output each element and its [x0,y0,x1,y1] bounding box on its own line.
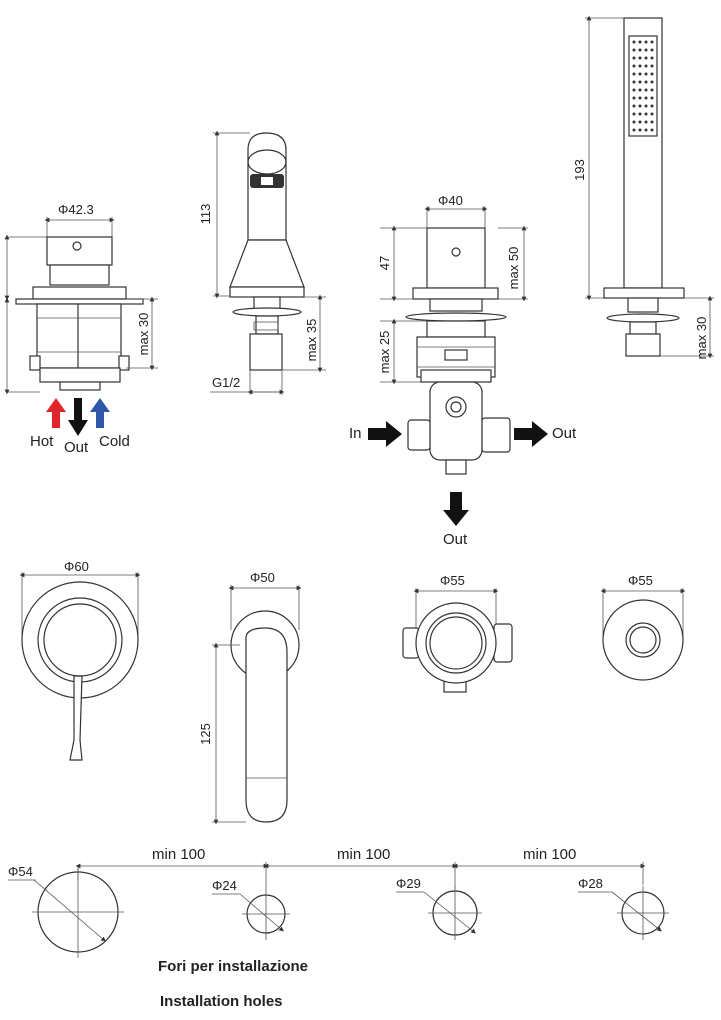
nozzle-dot [638,80,642,84]
nozzle-dot [632,120,636,124]
caption-italian: Fori per installazione [158,958,308,975]
out-bottom-arrow [443,492,469,526]
nozzle-dot [638,112,642,116]
out-bottom-label: Out [443,531,468,548]
nozzle-dot [632,112,636,116]
in-arrow [368,421,402,447]
front-view-mixer: Φ60 [19,559,141,761]
shower-max-label: max 30 [694,317,709,360]
nozzle-dot [638,88,642,92]
nozzle-dot [644,120,648,124]
diverter-diameter-label: Φ40 [438,193,463,208]
out-right-arrow [514,421,548,447]
caption-english: Installation holes [160,993,283,1010]
nozzle-dot [650,88,654,92]
hole-1-diameter-label: Φ54 [8,864,33,879]
nozzle-dot [638,96,642,100]
nozzle-dot [644,112,648,116]
spacing-1-label: min 100 [152,846,205,863]
nozzle-dot [644,56,648,60]
front-view-diverter: Φ55 [402,573,513,693]
nozzle-dot [632,128,636,132]
spout-max-label: max 35 [304,319,319,362]
nozzle-dot [650,48,654,52]
nozzle-dot [644,80,648,84]
front-view-spout: Φ50 125 [198,570,302,825]
nozzle-dot [644,72,648,76]
front-shower-diameter-label: Φ55 [628,573,653,588]
nozzle-dot [644,128,648,132]
nozzle-dot [650,120,654,124]
nozzle-dot [632,64,636,68]
nozzle-dot [632,56,636,60]
mixer-diameter-label: Φ42.3 [58,202,94,217]
front-spout-height-label: 125 [198,723,213,745]
nozzle-dot [650,56,654,60]
nozzle-dot [644,104,648,108]
mixer-height-label: 42 [0,255,3,269]
front-view-shower: Φ55 [600,573,686,681]
nozzle-dot [638,72,642,76]
diverter-side-view: Φ40 47 max 25 max 50 In [349,193,577,548]
nozzle-dot [650,112,654,116]
shower-nozzle-dots [632,40,654,132]
nozzle-dot [638,120,642,124]
nozzle-dot [644,48,648,52]
shower-height-label: 193 [572,159,587,181]
mixer-side-view: Φ42.3 42 65 max 30 Hot Out Cold [0,202,158,456]
nozzle-dot [632,80,636,84]
front-spout-diameter-label: Φ50 [250,570,275,585]
nozzle-dot [650,104,654,108]
nozzle-dot [632,104,636,108]
installation-holes: min 100 min 100 min 100 Φ54 Φ24 Φ29 Φ28 … [8,846,669,1010]
mixer-depth-label: 65 [0,333,3,347]
nozzle-dot [650,40,654,44]
nozzle-dot [632,72,636,76]
nozzle-dot [632,40,636,44]
hand-shower-side-view: 193 max 30 [572,15,714,360]
nozzle-dot [650,80,654,84]
nozzle-dot [638,64,642,68]
in-label: In [349,425,362,442]
spout-height-label: 113 [198,204,213,225]
nozzle-dot [644,40,648,44]
spout-side-view: 113 max 35 G1/2 [198,130,326,395]
hole-2-diameter-label: Φ24 [212,878,237,893]
mixer-max-label: max 30 [136,313,151,356]
spacing-2-label: min 100 [337,846,390,863]
out-label: Out [64,439,89,456]
hot-label: Hot [30,433,54,450]
nozzle-dot [650,128,654,132]
nozzle-dot [644,96,648,100]
cold-label: Cold [99,433,130,450]
nozzle-dot [638,40,642,44]
nozzle-dot [632,88,636,92]
out-arrow [68,398,88,436]
diverter-max-bottom-label: max 25 [377,331,392,374]
cold-arrow [90,398,110,428]
diverter-height-label: 47 [377,256,392,270]
hole-4-diameter-label: Φ28 [578,876,603,891]
nozzle-dot [632,96,636,100]
front-diverter-diameter-label: Φ55 [440,573,465,588]
nozzle-dot [650,64,654,68]
hot-arrow [46,398,66,428]
out-right-label: Out [552,425,577,442]
spacing-3-label: min 100 [523,846,576,863]
front-mixer-diameter-label: Φ60 [64,559,89,574]
nozzle-dot [644,64,648,68]
nozzle-dot [638,48,642,52]
diverter-max-top-label: max 50 [506,247,521,290]
nozzle-dot [632,48,636,52]
nozzle-dot [638,104,642,108]
nozzle-dot [650,96,654,100]
nozzle-dot [644,88,648,92]
spout-thread-label: G1/2 [212,375,240,390]
nozzle-dot [638,56,642,60]
nozzle-dot [638,128,642,132]
hole-3-diameter-label: Φ29 [396,876,421,891]
nozzle-dot [650,72,654,76]
